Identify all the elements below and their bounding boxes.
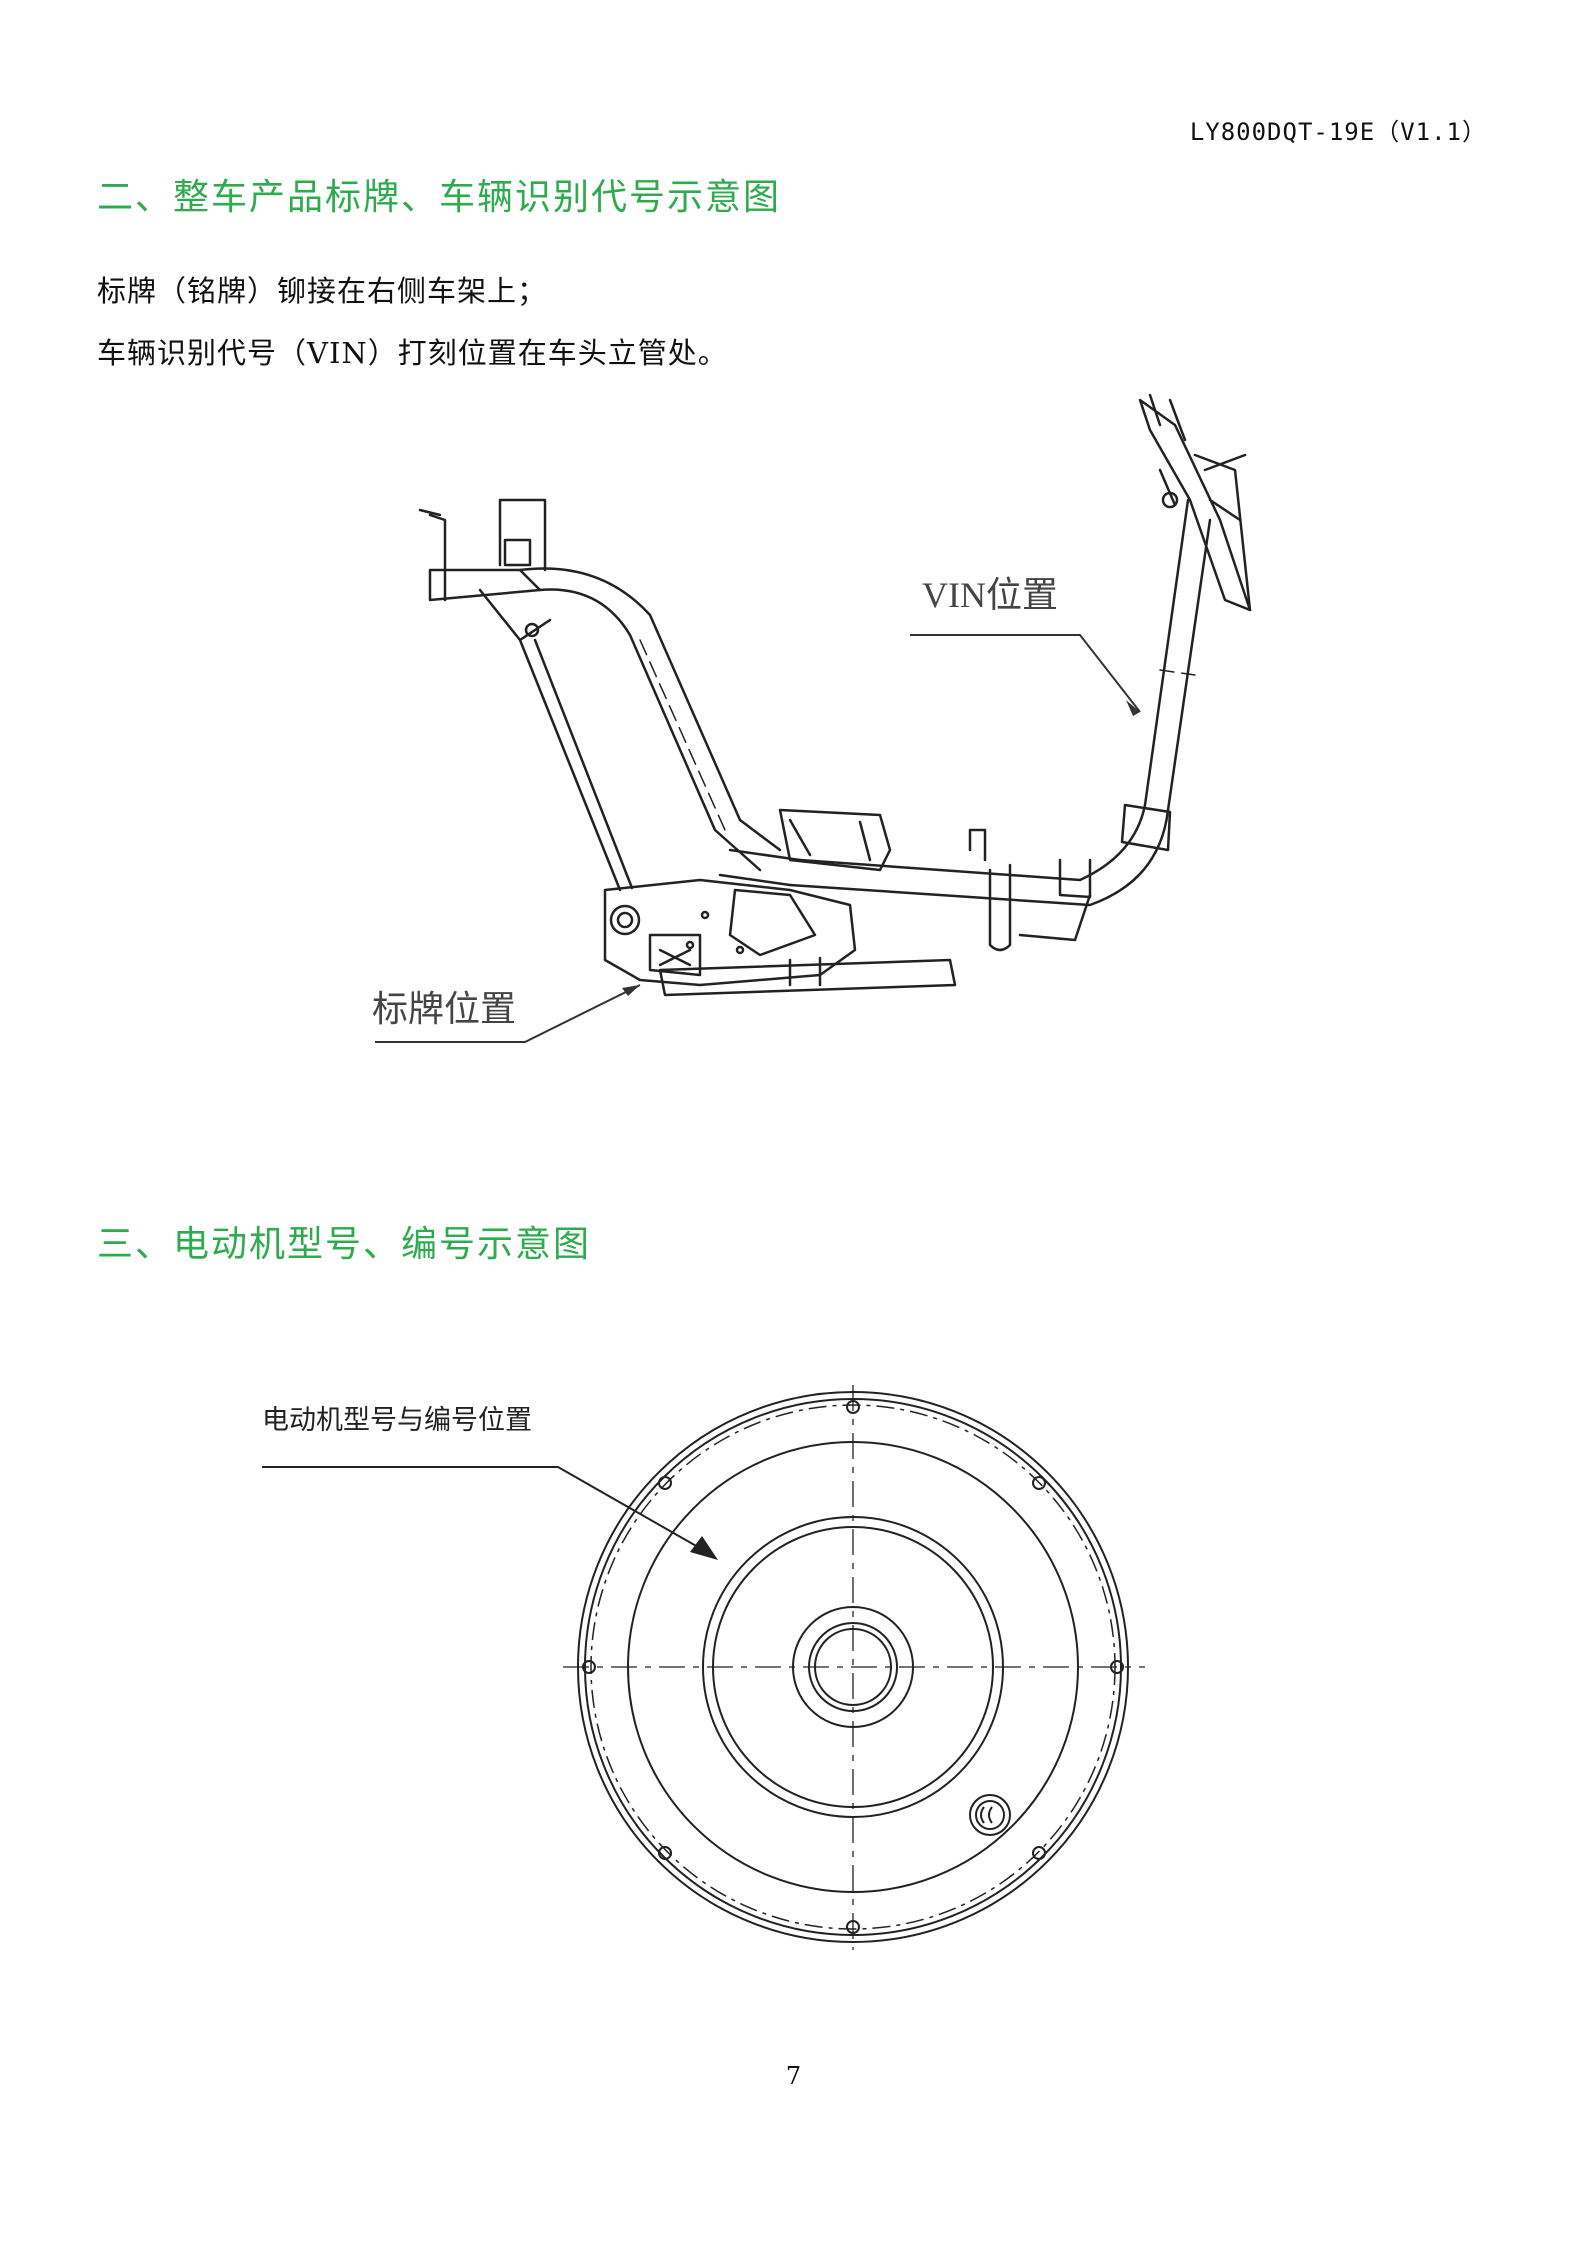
rear-upper-tube [518,567,782,872]
nameplate-location-label: 标牌位置 [372,989,517,1029]
motor-number-location-label: 电动机型号与编号位置 [262,1405,532,1436]
plate-leader-line [375,984,641,1043]
floor-rail [718,848,802,887]
swingarm-bracket [603,878,857,987]
motor-leader-line [262,1466,713,1556]
vin-location-label: VIN位置 [922,575,1058,615]
head-tube [1138,398,1252,612]
vin-leader-line [910,634,1141,713]
vin-location-text: 车辆识别代号（VIN）打刻位置在车头立管处。 [97,336,728,370]
section-title-nameplate-vin: 二、整车产品标牌、车辆识别代号示意图 [97,177,782,218]
page-number: 7 [785,2062,802,2090]
frame-diagram [375,393,1252,1043]
nameplate-location-text: 标牌（铭牌）铆接在右侧车架上； [97,274,548,308]
section-title-motor: 三、电动机型号、编号示意图 [97,1224,592,1265]
down-tube [1143,498,1212,812]
document-code: LY800DQT-19E（V1.1） [1189,118,1487,146]
